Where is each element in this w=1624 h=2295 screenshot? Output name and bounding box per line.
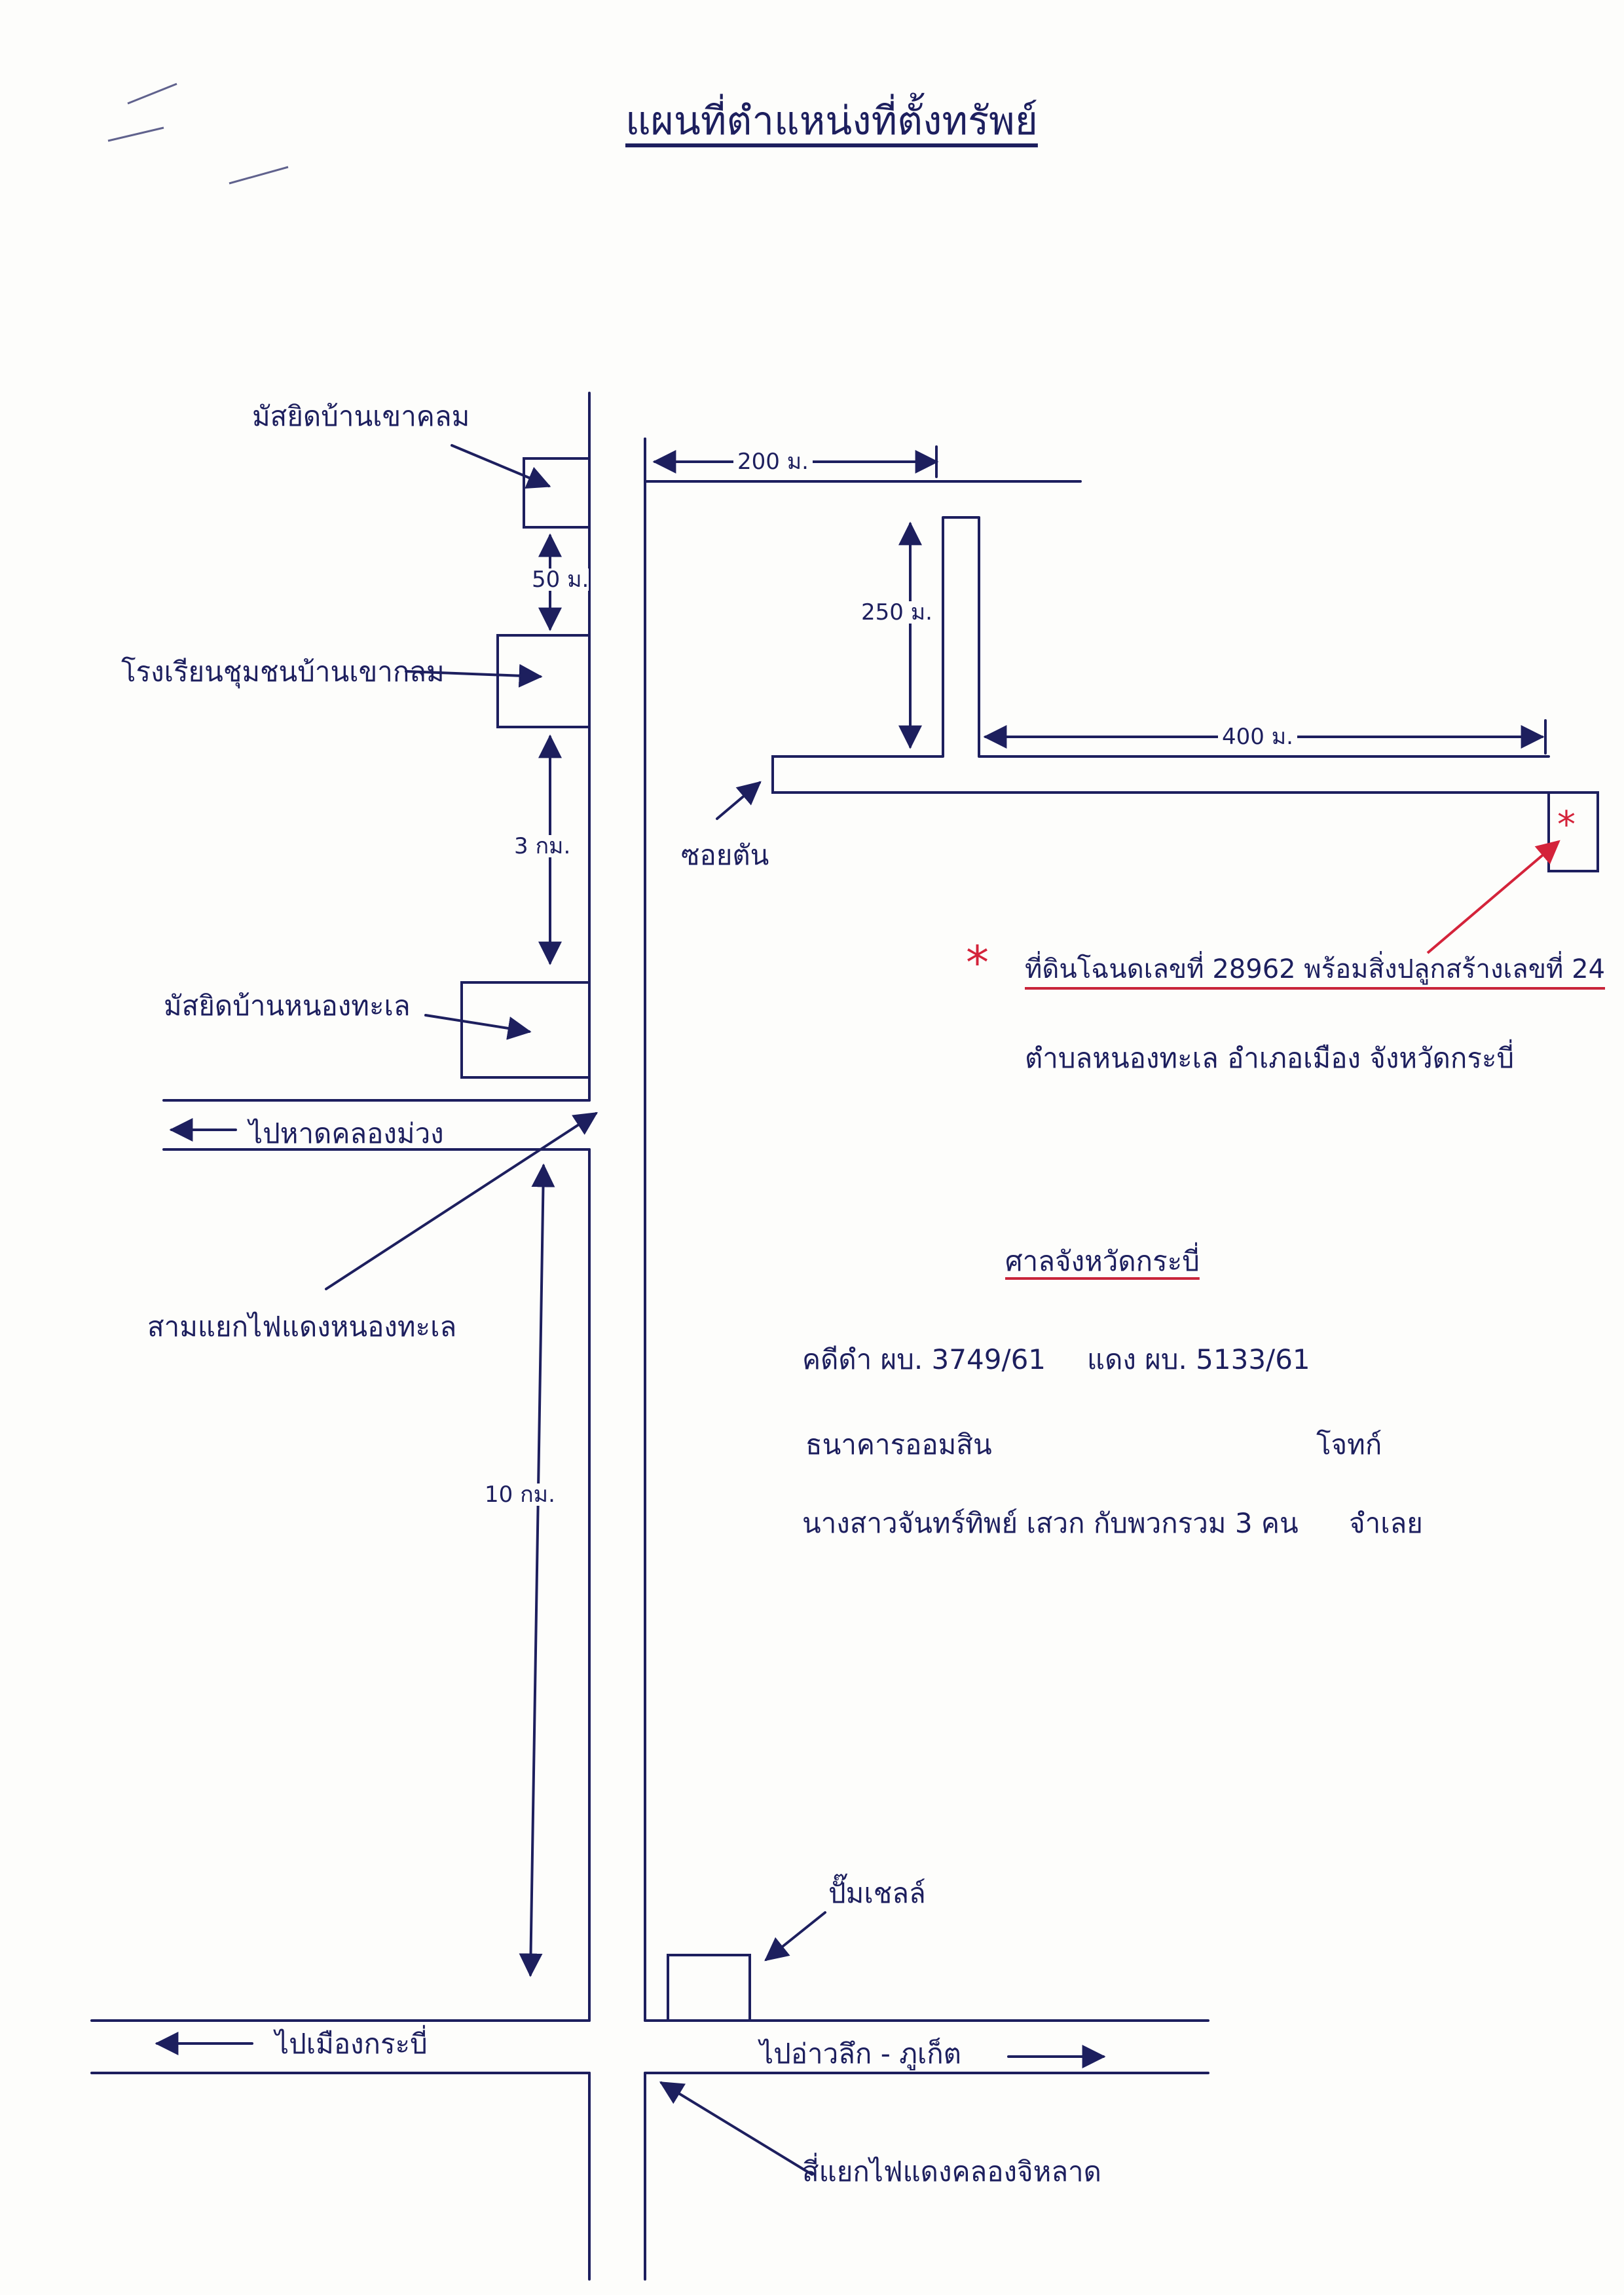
page-title: แผนที่ตำแหน่งที่ตั้งทรัพย์ [625,98,1038,144]
road-klong-muang [162,1099,591,1151]
road-krabi-phuket [90,2019,1209,2074]
label-to-krabi: ไปเมืองกระบี่ [275,2028,428,2060]
label-klong-jilad: สี่แยกไฟแดงคลองจิหลาด [802,2155,1101,2188]
mosque-khao-klom-box [523,457,591,529]
plaintiff: ธนาคารออมสิน [805,1428,992,1461]
property-location: ตำบลหนองทะเล อำเภอเมือง จังหวัดกระบี่ [1025,1042,1515,1074]
defendant-role: จำเลย [1349,1507,1423,1539]
black-case-number: คดีดำ ผบ. 3749/61 [802,1343,1046,1375]
label-school: โรงเรียนชุมชนบ้านเขากลม [121,656,445,688]
distance-50m: 50 ม. [532,567,589,593]
property-plot-star: * [1557,804,1576,846]
property-deed: ที่ดินโฉนดเลขที่ 28962 พร้อมสิ่งปลูกสร้า… [1025,954,1606,984]
label-to-klong-muang: ไปหาดคลองม่วง [249,1117,444,1149]
distance-250m: 250 ม. [861,599,932,625]
distance-10km: 10 กม. [485,1482,555,1508]
label-shell: ปั๊มเชลล์ [828,1877,926,1909]
label-junction-nong-thale: สามแยกไฟแดงหนองทะเล [147,1311,457,1343]
arrow-mosque-khao-klom [451,444,551,489]
school-box [496,634,591,728]
defendant: นางสาวจันทร์ทิพย์ เสวก กับพวกรวม 3 คน [802,1507,1299,1539]
plaintiff-role: โจทก์ [1316,1428,1382,1461]
red-case-number: แดง ผบ. 5133/61 [1087,1343,1310,1375]
property-pointer [1426,840,1560,954]
distance-3km: 3 กม. [514,833,571,859]
label-mosque-nong-thale: มัสยิดบ้านหนองทะเล [164,990,411,1022]
pen-marks [107,83,289,185]
top-side-road [644,438,1082,483]
side-street [771,516,1550,794]
label-to-phuket: ไปอ่าวลึก - ภูเก็ต [760,2038,961,2070]
arrow-klong-jilad [659,2081,813,2176]
property-star-marker: * [966,936,989,990]
court-name: ศาลจังหวัดกระบี่ [1005,1245,1200,1277]
label-mosque-khao-klom: มัสยิดบ้านเขาคลม [252,400,470,432]
arrow-school [405,663,543,688]
label-soi-tan: ซอยตัน [681,839,769,871]
arrow-mosque-nong-thale [424,1014,532,1040]
arrow-shell [764,1911,826,1962]
distance-400m: 400 ม. [1218,726,1297,748]
property-box [1547,791,1599,872]
mosque-nong-thale-box [460,981,591,1079]
arrow-junction-nong-thale [325,1112,599,1290]
dim-10km [519,1163,555,1977]
distance-200m: 200 ม. [733,451,813,473]
arrow-soi-tan [716,781,762,820]
shell-station-box [667,1954,751,2022]
